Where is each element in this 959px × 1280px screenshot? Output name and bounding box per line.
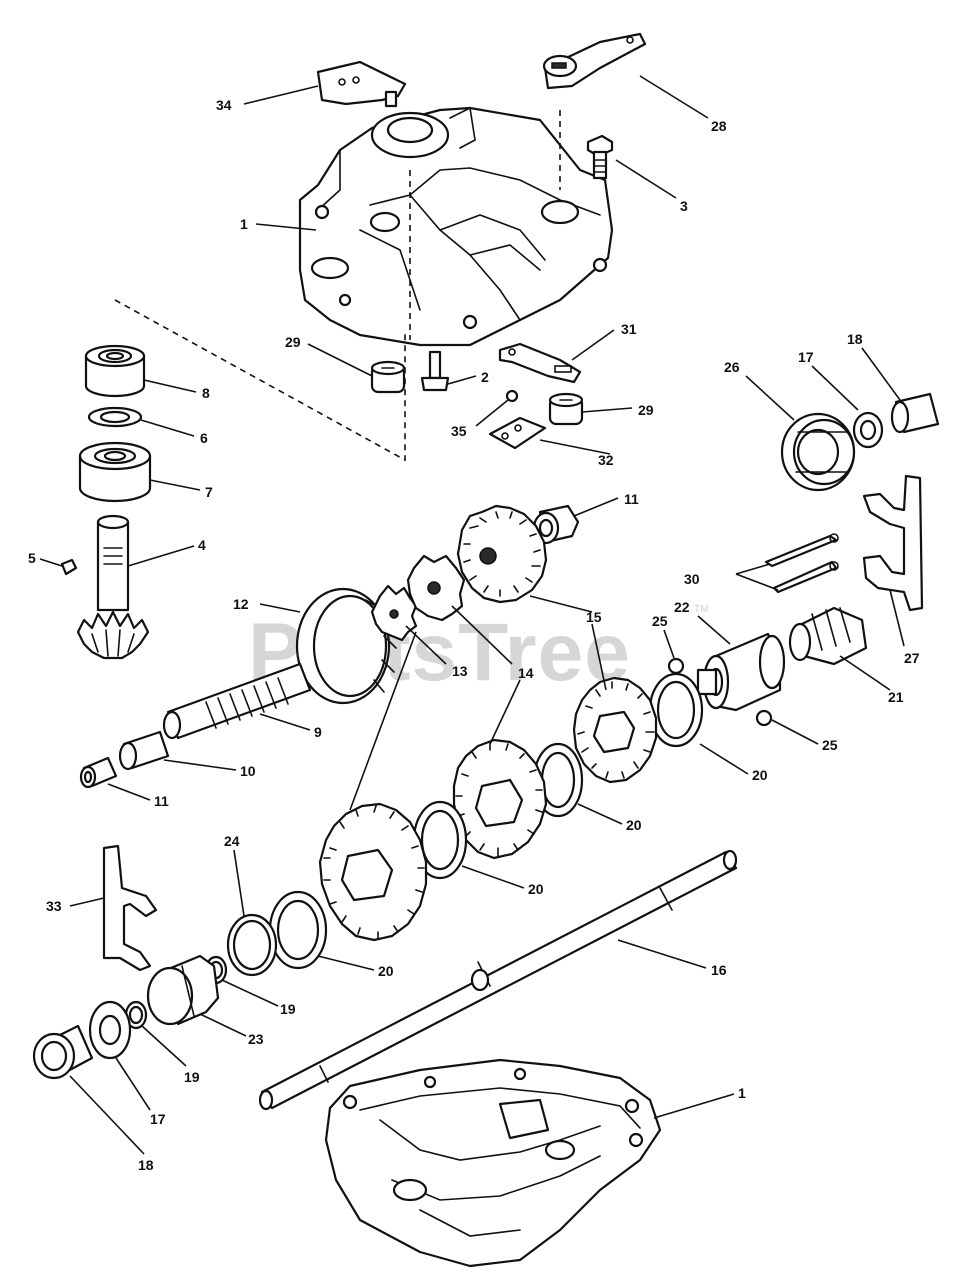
output-shaft-part-9: [162, 662, 312, 740]
ball-part-25-bottom: [755, 709, 773, 727]
callout-30: 30: [684, 571, 700, 587]
washer-part-17-top: [852, 411, 884, 449]
washer-part-20-a: [648, 672, 704, 748]
bearing-part-7: [78, 441, 152, 503]
callout-24: 24: [224, 833, 240, 849]
callout-27: 27: [904, 650, 920, 666]
bevel-gear-part-12: [295, 587, 397, 705]
bushing-part-18-bottom: [32, 1024, 94, 1080]
callout-18-top: 18: [847, 331, 863, 347]
callout-20-d: 20: [378, 963, 394, 979]
washer-part-6: [87, 406, 143, 428]
gear-part-15-right: [572, 676, 658, 784]
callout-21: 21: [888, 689, 904, 705]
bolt-part-3: [586, 134, 614, 180]
callout-11-top: 11: [624, 491, 639, 507]
washer-part-17-bottom: [88, 1000, 132, 1060]
callout-20-a: 20: [752, 767, 768, 783]
gear-part-14-mid: [452, 738, 548, 860]
seal-part-26: [780, 412, 856, 492]
small-gear-part-14: [406, 554, 466, 622]
ball-part-25-top: [667, 657, 685, 675]
bushing-part-11-left: [79, 756, 118, 789]
cotter-pins-part-30: [764, 533, 839, 594]
sleeve-part-23: [146, 954, 220, 1026]
small-gear-part-13: [370, 584, 418, 642]
plate-part-32: [488, 416, 547, 450]
key-part-5: [60, 558, 78, 576]
cap-part-29-right: [548, 392, 584, 426]
shift-fork-part-33: [102, 844, 158, 972]
washer-part-20-d: [268, 890, 328, 970]
callout-2: 2: [481, 369, 489, 385]
callout-17-bottom: 17: [150, 1111, 166, 1127]
sleeve-part-10: [118, 730, 170, 771]
callout-19-b: 19: [184, 1069, 200, 1085]
snap-ring-part-24: [226, 913, 278, 977]
callout-16: 16: [711, 962, 727, 978]
spline-coupling-part-21: [788, 606, 868, 666]
callout-19-a: 19: [280, 1001, 296, 1017]
shift-fork-part-27: [862, 474, 924, 612]
callout-4: 4: [198, 537, 206, 553]
callout-1-bottom: 1: [738, 1085, 746, 1101]
callout-13: 13: [452, 663, 468, 679]
gear-part-15-top: [456, 504, 548, 604]
watermark-trademark: TM: [694, 604, 708, 615]
callout-18-bottom: 18: [138, 1157, 154, 1173]
shift-lever-part-34: [316, 60, 407, 108]
callout-28: 28: [711, 118, 727, 134]
bolt-part-2: [420, 350, 450, 392]
callout-14: 14: [518, 665, 534, 681]
callout-31: 31: [621, 321, 637, 337]
collar-part-22: [696, 632, 786, 712]
lower-housing: [324, 1058, 662, 1268]
callout-10: 10: [240, 763, 256, 779]
callout-20-c: 20: [528, 881, 544, 897]
callout-7: 7: [205, 484, 213, 500]
gear-part-13-large: [318, 802, 428, 942]
callout-25-top: 25: [652, 613, 668, 629]
callout-5: 5: [28, 550, 36, 566]
ball-part-35: [505, 389, 519, 403]
callout-9: 9: [314, 724, 322, 740]
callout-35: 35: [451, 423, 467, 439]
callout-3: 3: [680, 198, 688, 214]
callout-8: 8: [202, 385, 210, 401]
callout-11-left: 11: [154, 793, 169, 809]
bearing-part-8: [84, 344, 146, 398]
input-shaft-part-4: [76, 514, 150, 660]
callout-32: 32: [598, 452, 614, 468]
washer-part-20-c: [412, 800, 468, 880]
callout-26: 26: [724, 359, 740, 375]
callout-labels: 34 28 3 1 31 29 2 29 35 32 26 17 18 8 6 …: [28, 97, 920, 1173]
bushing-part-18-top: [890, 392, 940, 434]
callout-22: 22: [674, 599, 690, 615]
callout-17-top: 17: [798, 349, 814, 365]
callout-15: 15: [586, 609, 602, 625]
callout-34: 34: [216, 97, 232, 113]
alignment-line-left: [114, 299, 406, 462]
callout-29-right: 29: [638, 402, 654, 418]
axle-shaft-part-16: [258, 849, 738, 1111]
cap-part-29-left: [370, 360, 406, 394]
callout-20-b: 20: [626, 817, 642, 833]
upper-housing: [298, 106, 614, 347]
callout-29-left: 29: [285, 334, 301, 350]
bushing-part-11-top: [532, 504, 580, 545]
callout-33: 33: [46, 898, 62, 914]
callout-23: 23: [248, 1031, 264, 1047]
shift-arm-part-28: [542, 32, 647, 90]
callout-25-bottom: 25: [822, 737, 838, 753]
lock-plate-part-31: [498, 342, 582, 384]
leader-lines: [39, 75, 905, 1155]
callout-6: 6: [200, 430, 208, 446]
callout-1-top: 1: [240, 216, 248, 232]
callout-12: 12: [233, 596, 249, 612]
